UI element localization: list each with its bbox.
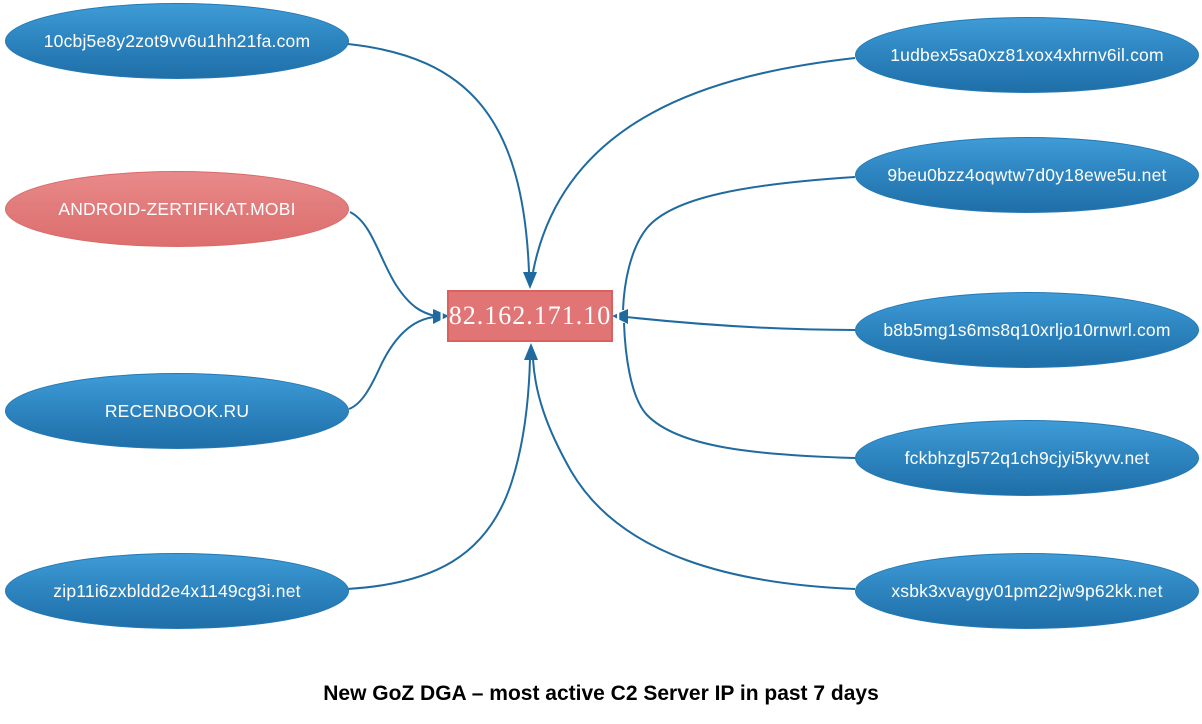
node-dga-domain: 10cbj5e8y2zot9vv6u1hh21fa.com [5, 3, 349, 79]
node-dga-domain: xsbk3xvaygy01pm22jw9p62kk.net [855, 553, 1199, 629]
node-label: ANDROID-ZERTIFIKAT.MOBI [58, 198, 296, 219]
edge-zip11-to-ip [346, 358, 531, 590]
node-dga-domain: b8b5mg1s6ms8q10xrljo10rnwrl.com [855, 292, 1199, 368]
edge-10cbj-to-ip [347, 43, 530, 273]
diagram-title: New GoZ DGA – most active C2 Server IP i… [323, 682, 879, 705]
edge-recenbook-to-ip [348, 316, 436, 410]
node-dga-domain: RECENBOOK.RU [5, 373, 349, 449]
node-label: xsbk3xvaygy01pm22jw9p62kk.net [891, 580, 1163, 601]
c2-ip-label: 182.162.171.101 [434, 301, 626, 330]
node-label: fckbhzgl572q1ch9cjyi5kyvv.net [904, 447, 1150, 468]
node-label: 9beu0bzz4oqwtw7d0y18ewe5u.net [887, 164, 1167, 185]
edge-1udbex-to-ip [532, 57, 856, 273]
edge-android-to-ip [349, 211, 436, 317]
node-dga-domain: 1udbex5sa0xz81xox4xhrnv6il.com [855, 17, 1199, 93]
node-dga-domain: fckbhzgl572q1ch9cjyi5kyvv.net [855, 420, 1199, 496]
node-label: 10cbj5e8y2zot9vv6u1hh21fa.com [43, 30, 311, 51]
node-c2-server-ip: 182.162.171.101 [435, 290, 624, 342]
edge-b8b5-to-ip [625, 316, 856, 331]
node-highlighted-domain: ANDROID-ZERTIFIKAT.MOBI [5, 171, 349, 247]
arrowhead-right [612, 309, 628, 324]
node-dga-domain: 9beu0bzz4oqwtw7d0y18ewe5u.net [855, 137, 1199, 213]
arrowhead-top [523, 272, 537, 289]
node-label: b8b5mg1s6ms8q10xrljo10rnwrl.com [883, 319, 1171, 340]
node-dga-domain: zip11i6zxbldd2e4x1149cg3i.net [5, 553, 349, 629]
arrowhead-left [433, 309, 449, 324]
node-label: 1udbex5sa0xz81xox4xhrnv6il.com [890, 44, 1164, 65]
node-label: zip11i6zxbldd2e4x1149cg3i.net [53, 580, 301, 601]
arrowhead-bottom [524, 343, 538, 360]
node-label: RECENBOOK.RU [104, 400, 250, 421]
edge-fckbhzgl-to-ip [623, 322, 856, 459]
edge-xsbk-to-ip [532, 358, 856, 590]
edge-9beu-to-ip [622, 176, 856, 311]
